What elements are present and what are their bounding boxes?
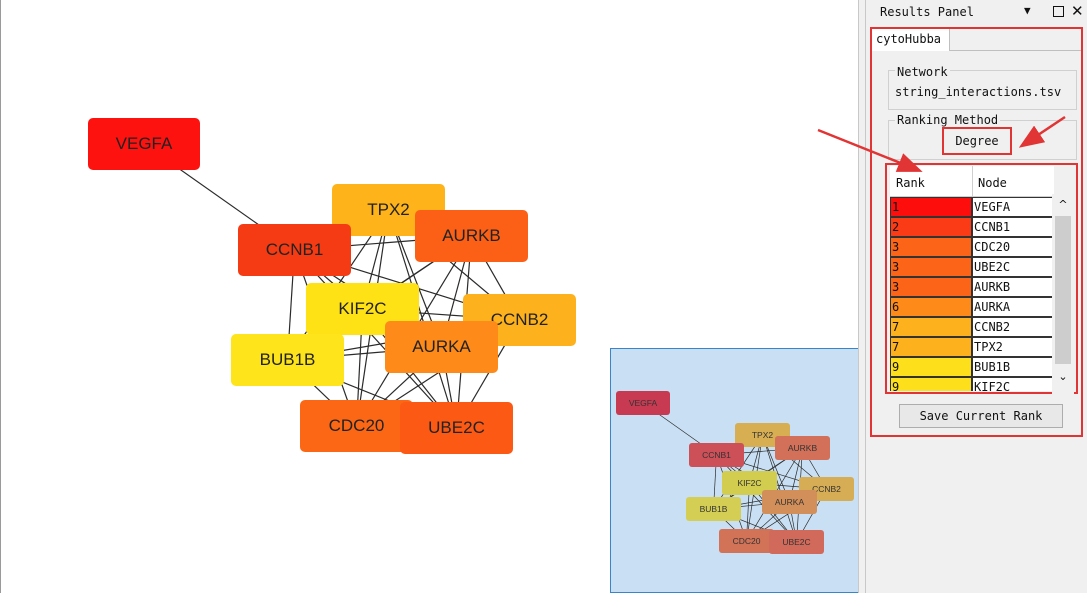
rank-cell: 9 — [890, 377, 972, 391]
mini-node-cdc20[interactable]: CDC20 — [719, 529, 774, 553]
column-header-node[interactable]: Node — [978, 176, 1007, 190]
mini-node-bub1b[interactable]: BUB1B — [686, 497, 741, 521]
mini-node-ube2c[interactable]: UBE2C — [769, 530, 824, 554]
network-name: string_interactions.tsv — [895, 85, 1062, 99]
node-cell: CCNB1 — [972, 217, 1054, 237]
save-current-rank-button[interactable]: Save Current Rank — [899, 404, 1063, 428]
rank-cell: 9 — [890, 357, 972, 377]
tab-cytohubba[interactable]: cytoHubba — [872, 29, 950, 51]
network-group-label: Network — [895, 65, 950, 79]
rank-cell: 7 — [890, 337, 972, 357]
rank-cell: 1 — [890, 197, 972, 217]
node-aurkb[interactable]: AURKB — [415, 210, 528, 262]
node-cdc20[interactable]: CDC20 — [300, 400, 413, 452]
scroll-down-icon[interactable]: ⌄ — [1058, 370, 1068, 383]
cytohubba-tab-frame: cytoHubba — [870, 27, 1083, 437]
mini-node-ccnb1[interactable]: CCNB1 — [689, 443, 744, 467]
node-kif2c[interactable]: KIF2C — [306, 283, 419, 335]
node-cell: AURKB — [972, 277, 1054, 297]
node-ube2c[interactable]: UBE2C — [400, 402, 513, 454]
node-cell: VEGFA — [972, 197, 1054, 217]
column-header-rank[interactable]: Rank — [896, 176, 925, 190]
scrollbar-thumb[interactable] — [1055, 216, 1071, 364]
panel-close-icon[interactable]: ✕ — [1071, 2, 1084, 20]
panel-splitter[interactable] — [858, 0, 866, 593]
rank-cell: 3 — [890, 237, 972, 257]
scroll-up-icon[interactable]: ^ — [1058, 198, 1068, 211]
mini-node-vegfa[interactable]: VEGFA — [616, 391, 670, 415]
panel-header: Results Panel ▼ ✕ — [866, 0, 1087, 24]
table-scrollbar[interactable]: ^ ⌄ — [1052, 194, 1074, 394]
node-cell: CCNB2 — [972, 317, 1054, 337]
results-panel: Results Panel ▼ ✕ cytoHubba Network stri… — [866, 0, 1087, 593]
mini-node-aurka[interactable]: AURKA — [762, 490, 817, 514]
rank-cell: 2 — [890, 217, 972, 237]
network-group-box — [888, 70, 1077, 110]
ranking-method-value[interactable]: Degree — [942, 127, 1012, 155]
node-cell: AURKA — [972, 297, 1054, 317]
panel-float-icon[interactable] — [1053, 6, 1064, 17]
node-cell: UBE2C — [972, 257, 1054, 277]
edge-ccnb1-ube2c[interactable] — [294, 249, 457, 429]
ranking-method-label: Ranking Method — [895, 113, 1001, 127]
node-vegfa[interactable]: VEGFA — [88, 118, 200, 170]
panel-menu-caret-icon[interactable]: ▼ — [1024, 4, 1031, 17]
rank-table-header: Rank Node — [890, 166, 1054, 197]
panel-title: Results Panel — [880, 5, 974, 19]
edge-tpx2-ube2c[interactable] — [387, 209, 458, 429]
node-cell: TPX2 — [972, 337, 1054, 357]
tab-strip-filler — [950, 29, 1081, 51]
column-separator — [972, 166, 973, 197]
rank-cell: 3 — [890, 257, 972, 277]
edge-ccnb1-ube2c[interactable] — [716, 454, 797, 543]
edge-tpx2-ube2c[interactable] — [762, 434, 797, 543]
node-ccnb1[interactable]: CCNB1 — [238, 224, 351, 276]
node-aurka[interactable]: AURKA — [385, 321, 498, 373]
tab-strip: cytoHubba — [872, 29, 1081, 51]
node-cell: KIF2C — [972, 377, 1054, 391]
rank-cell: 7 — [890, 317, 972, 337]
node-cell: CDC20 — [972, 237, 1054, 257]
mini-node-ccnb2[interactable]: CCNB2 — [799, 477, 854, 501]
mini-node-aurkb[interactable]: AURKB — [775, 436, 830, 460]
node-bub1b[interactable]: BUB1B — [231, 334, 344, 386]
rank-cell: 3 — [890, 277, 972, 297]
node-cell: BUB1B — [972, 357, 1054, 377]
rank-cell: 6 — [890, 297, 972, 317]
